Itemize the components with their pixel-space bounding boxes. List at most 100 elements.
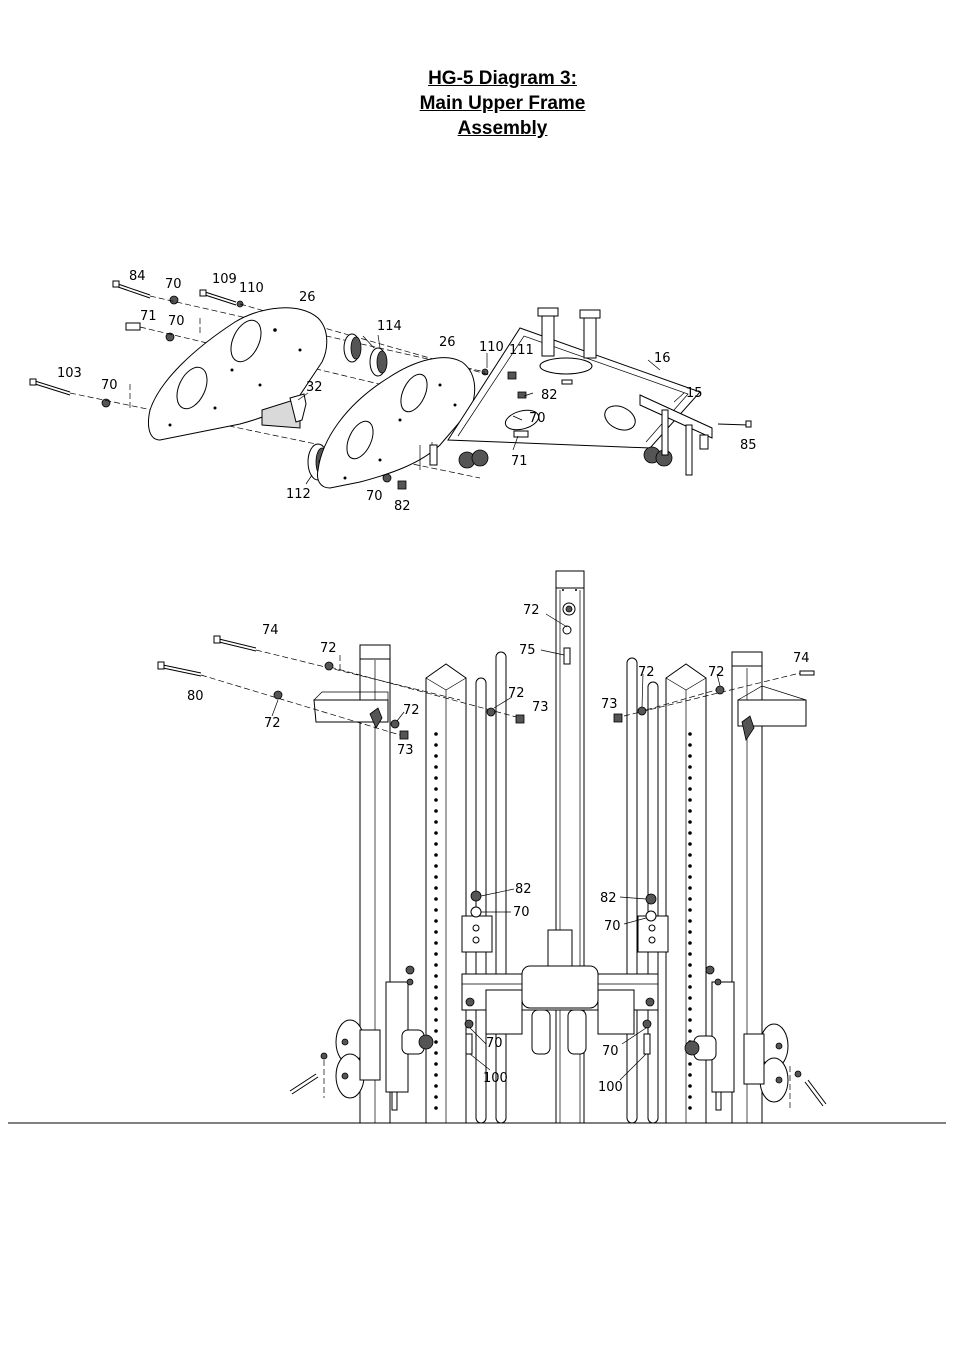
nut-73 xyxy=(613,713,623,723)
bracket-15 xyxy=(639,394,713,476)
part-label: 111 xyxy=(509,343,534,358)
perforation-hole xyxy=(688,919,692,923)
perforation-hole xyxy=(688,1095,692,1099)
perforation-hole xyxy=(434,1018,438,1022)
part-label: 73 xyxy=(532,700,549,715)
perforation-hole xyxy=(434,1095,438,1099)
perforation-hole xyxy=(434,963,438,967)
perforation-hole xyxy=(688,941,692,945)
bolt-100 xyxy=(465,1033,473,1055)
perforation-hole xyxy=(434,974,438,978)
part-label: 70 xyxy=(165,277,182,292)
part-label: 70 xyxy=(604,919,621,934)
perforation-hole xyxy=(688,798,692,802)
part-label: 70 xyxy=(529,411,546,426)
perforation-hole xyxy=(434,732,438,736)
perforation-hole xyxy=(688,1018,692,1022)
perforation-hole xyxy=(434,787,438,791)
part-label: 16 xyxy=(654,351,671,366)
perforation-hole xyxy=(434,996,438,1000)
left-carriage-bracket xyxy=(461,890,493,953)
part-label: 72 xyxy=(523,603,540,618)
part-label: 70 xyxy=(602,1044,619,1059)
perforation-hole xyxy=(434,842,438,846)
perforation-hole xyxy=(688,820,692,824)
diagram-title-line-3: Assembly xyxy=(457,118,548,139)
part-label: 32 xyxy=(306,380,323,395)
perforation-hole xyxy=(434,985,438,989)
part-label: 70 xyxy=(486,1036,503,1051)
washer-72 xyxy=(715,685,725,695)
perforation-hole xyxy=(434,1029,438,1033)
perforation-hole xyxy=(688,930,692,934)
nut-111 xyxy=(507,371,517,380)
perforation-hole xyxy=(688,897,692,901)
part-label: 70 xyxy=(513,905,530,920)
part-label: 85 xyxy=(740,438,757,453)
perforation-hole xyxy=(434,809,438,813)
washer-72 xyxy=(637,706,647,716)
perforation-hole xyxy=(688,765,692,769)
washer-72 xyxy=(486,707,496,717)
lower-part-labels: 72 74 75 72 74 80 72 72 73 72 73 72 73 7… xyxy=(187,603,810,1095)
perforation-hole xyxy=(434,1007,438,1011)
perforation-hole xyxy=(688,952,692,956)
nut-73 xyxy=(515,714,525,724)
perforation-hole xyxy=(434,1084,438,1088)
right-carriage-bracket xyxy=(637,893,669,953)
perforation-hole xyxy=(434,853,438,857)
perforation-hole xyxy=(688,864,692,868)
perforation-hole xyxy=(688,886,692,890)
part-label: 112 xyxy=(286,487,311,502)
right-upright xyxy=(665,663,707,1124)
perforation-hole xyxy=(434,1040,438,1044)
perforation-hole xyxy=(434,820,438,824)
part-label: 70 xyxy=(101,378,118,393)
perforation-hole xyxy=(434,1106,438,1110)
part-label: 71 xyxy=(140,309,157,324)
perforation-hole xyxy=(434,952,438,956)
top-plate-16 xyxy=(429,307,701,469)
perforation-hole xyxy=(688,1062,692,1066)
part-label: 82 xyxy=(541,388,558,403)
perforation-hole xyxy=(688,732,692,736)
perforation-hole xyxy=(688,842,692,846)
washer-70 xyxy=(642,1019,652,1029)
part-label: 72 xyxy=(264,716,281,731)
washer-70 xyxy=(165,332,175,342)
perforation-hole xyxy=(688,974,692,978)
perforation-hole xyxy=(688,875,692,879)
washer-72 xyxy=(273,690,283,700)
part-label: 103 xyxy=(57,366,82,381)
perforation-hole xyxy=(688,743,692,747)
part-label: 26 xyxy=(299,290,316,305)
perforation-hole xyxy=(434,908,438,912)
perforation-hole xyxy=(434,864,438,868)
bolt-109 xyxy=(199,289,237,306)
perforation-hole xyxy=(688,963,692,967)
part-label: 114 xyxy=(377,319,402,334)
part-label: 82 xyxy=(515,882,532,897)
part-label: 110 xyxy=(239,281,264,296)
perforation-hole xyxy=(434,1073,438,1077)
part-label: 70 xyxy=(168,314,185,329)
perforation-hole xyxy=(688,754,692,758)
perforation-hole xyxy=(434,1062,438,1066)
perforation-hole xyxy=(688,1084,692,1088)
perforation-hole xyxy=(434,798,438,802)
diagram-title-line-1: HG-5 Diagram 3: xyxy=(428,68,577,89)
perforation-hole xyxy=(434,919,438,923)
perforation-hole xyxy=(688,787,692,791)
part-label: 80 xyxy=(187,689,204,704)
part-label: 82 xyxy=(394,499,411,514)
part-label: 109 xyxy=(212,272,237,287)
bolt-84 xyxy=(112,280,151,299)
part-label: 74 xyxy=(793,651,810,666)
perforation-hole xyxy=(688,853,692,857)
perforation-hole xyxy=(688,1106,692,1110)
washer-70 xyxy=(464,1019,474,1029)
part-label: 74 xyxy=(262,623,279,638)
perforation-hole xyxy=(434,765,438,769)
